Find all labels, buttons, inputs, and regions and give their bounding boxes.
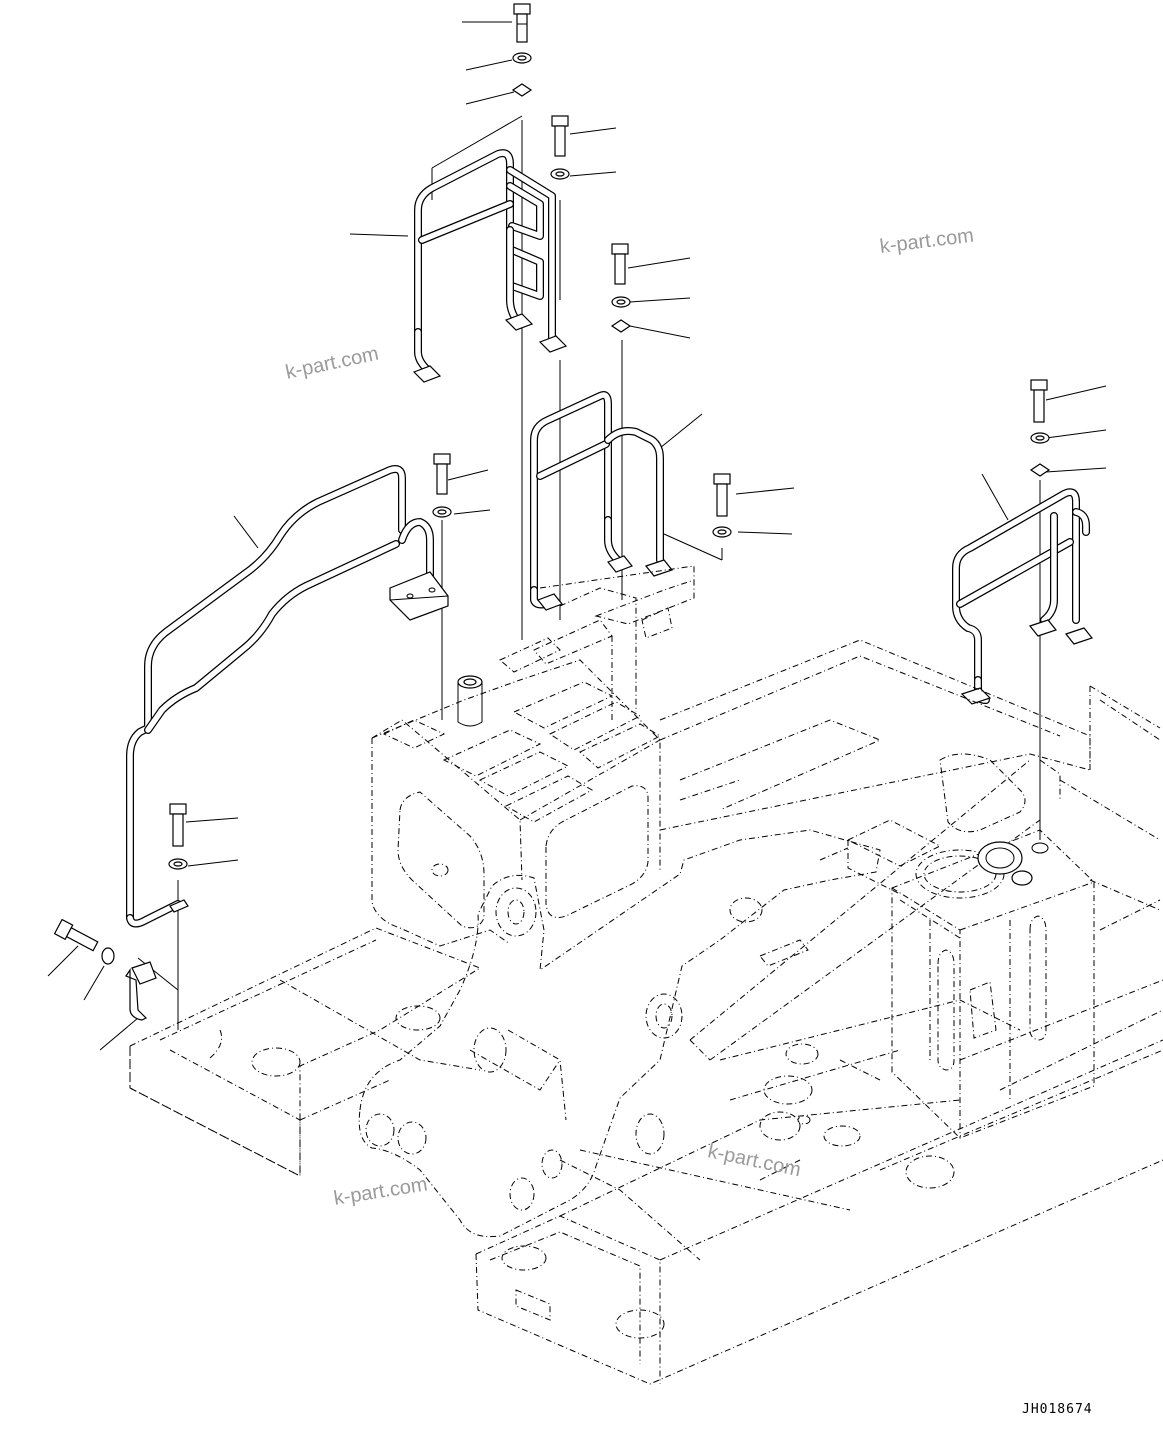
left-long-handrail xyxy=(126,465,449,928)
bolt-icon xyxy=(53,918,99,952)
top-center-handrail xyxy=(412,149,568,383)
bolt-icon xyxy=(433,453,451,495)
washer-icon xyxy=(512,52,532,64)
center-tank-assembly xyxy=(371,565,695,947)
washer-icon xyxy=(432,506,452,518)
bolt-icon xyxy=(611,243,629,285)
bolt-icon xyxy=(1030,379,1048,423)
bolt-icon xyxy=(513,3,531,43)
drawing-code: JH018674 xyxy=(1022,1402,1093,1417)
plate-icon xyxy=(1029,463,1051,477)
washer-icon xyxy=(550,168,570,180)
washer-icon xyxy=(168,858,188,870)
washer-icon xyxy=(611,296,631,308)
right-hydraulic-tank xyxy=(819,753,1095,1139)
plate-icon xyxy=(610,319,632,333)
bolt-icon xyxy=(713,473,731,517)
washer-icon xyxy=(1030,432,1050,444)
center-handrail xyxy=(530,391,674,611)
bolt-icon xyxy=(169,803,187,847)
leader-lines xyxy=(47,21,1107,1051)
upper-frame xyxy=(129,639,1163,1385)
washer-icon xyxy=(101,947,115,965)
bolt-icon xyxy=(551,115,569,157)
plate-icon xyxy=(511,83,533,97)
right-handrail xyxy=(952,488,1094,705)
washer-icon xyxy=(712,526,732,538)
clamp-icon xyxy=(125,961,157,1021)
